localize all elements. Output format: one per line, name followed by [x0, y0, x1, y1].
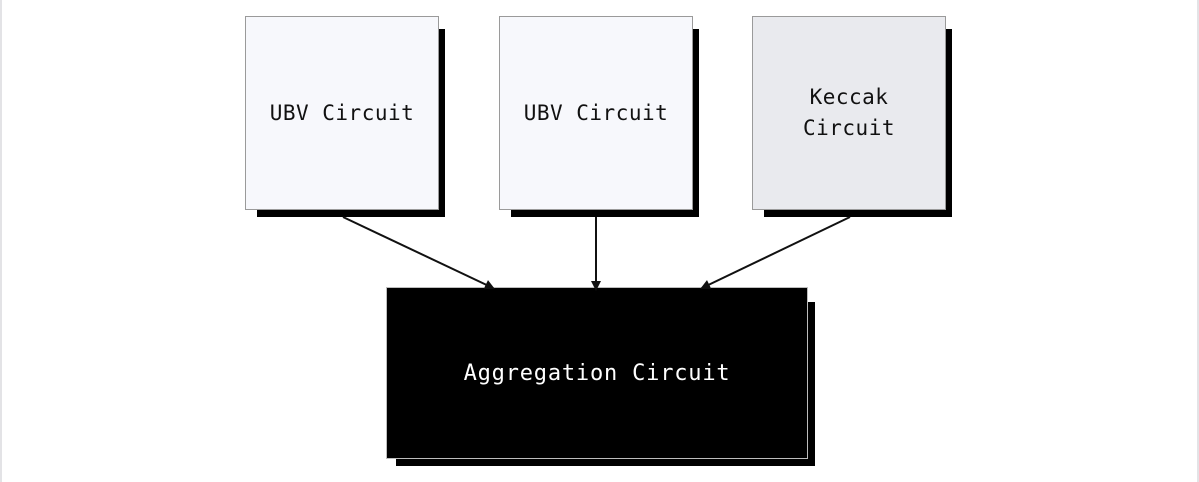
frame-edge-left: [0, 0, 2, 482]
ubv-circuit-1-label: UBV Circuit: [269, 100, 415, 125]
aggregation-circuit-box: Aggregation Circuit: [386, 287, 808, 459]
ubv-circuit-1-box: UBV Circuit: [245, 16, 439, 210]
keccak-circuit-box: Keccak Circuit: [752, 16, 946, 210]
aggregation-circuit-label: Aggregation Circuit: [463, 360, 731, 386]
ubv-circuit-2-label: UBV Circuit: [523, 100, 669, 125]
frame-edge-right: [1197, 0, 1199, 482]
arrow-ubv-1-to-aggregation: [342, 216, 495, 290]
keccak-circuit-label: Keccak Circuit: [802, 85, 895, 140]
arrow-keccak-to-aggregation: [700, 216, 851, 290]
ubv-circuit-2-box: UBV Circuit: [499, 16, 693, 210]
